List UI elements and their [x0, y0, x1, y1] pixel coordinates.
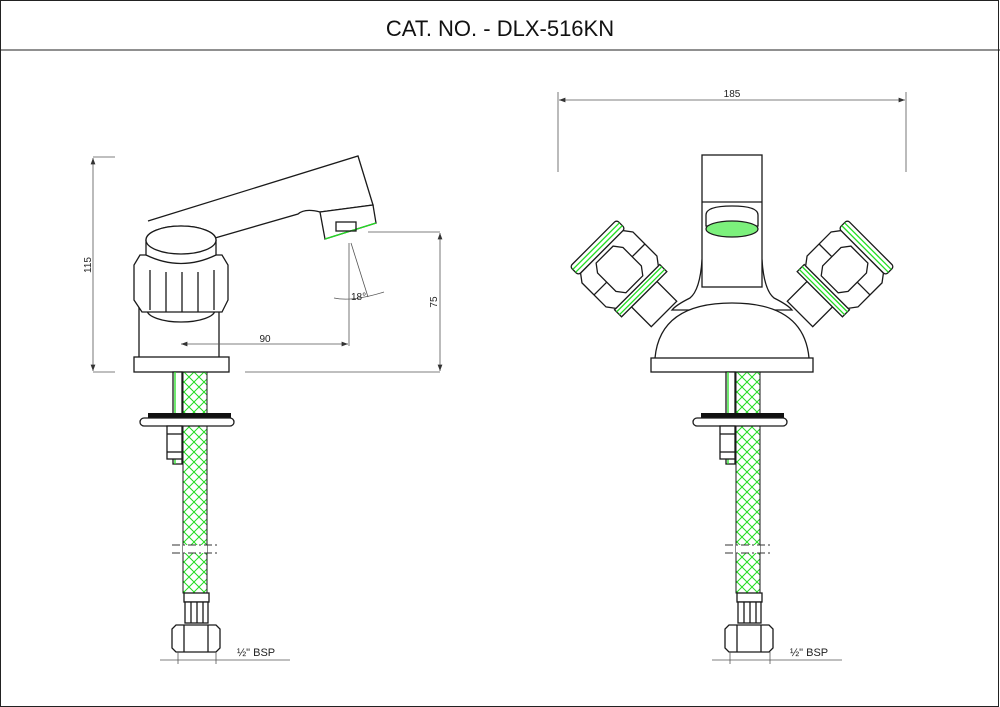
- tap-body-side: [133, 155, 377, 373]
- dim-spout-reach: 90: [259, 334, 271, 345]
- dim-total-height: 115: [83, 257, 94, 273]
- dimensions-front: 185 ½" BSP: [557, 89, 907, 664]
- tap-body-front: [567, 154, 897, 373]
- side-view: 115 75 90 18° ½" BSP: [83, 155, 443, 664]
- bsp-label-side: ½" BSP: [237, 647, 275, 659]
- supply-hose-front: [692, 371, 788, 653]
- supply-hose-side: [139, 371, 235, 653]
- bsp-label-front: ½" BSP: [790, 647, 828, 659]
- dim-spout-angle: 18°: [351, 292, 366, 303]
- dim-width: 185: [724, 89, 741, 100]
- catalog-title: CAT. NO. - DLX-516KN: [386, 16, 614, 41]
- front-view: 185 ½" BSP: [557, 89, 907, 664]
- dimensions-side: 115 75 90 18° ½" BSP: [83, 156, 443, 664]
- dim-spout-height: 75: [429, 296, 440, 308]
